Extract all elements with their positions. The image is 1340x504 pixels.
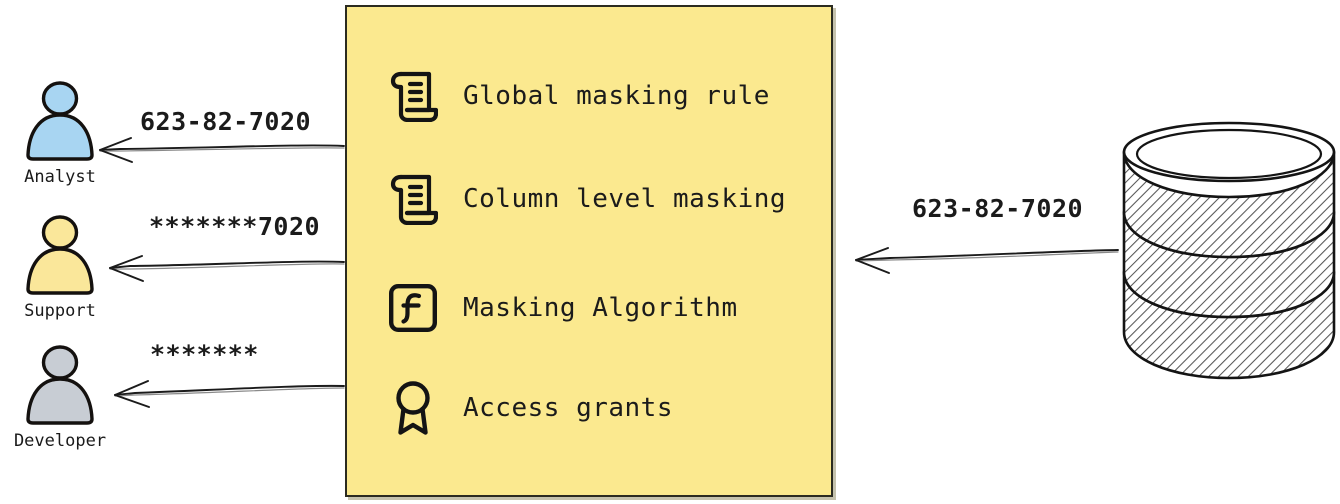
policy-label: Column level masking <box>463 184 787 214</box>
person-icon <box>26 345 94 425</box>
policy-item-global-masking-rule[interactable]: Global masking rule <box>385 67 770 125</box>
arrow-to-analyst <box>99 137 345 163</box>
flow-label-database: 623-82-7020 <box>912 194 1084 223</box>
actor-developer[interactable]: Developer <box>0 342 120 451</box>
scroll-icon <box>385 170 441 228</box>
policy-label: Masking Algorithm <box>463 293 738 323</box>
policy-label: Access grants <box>463 393 673 423</box>
flow-label-analyst: 623-82-7020 <box>140 107 312 136</box>
policy-item-access-grants[interactable]: Access grants <box>385 379 673 437</box>
policy-item-masking-algorithm[interactable]: Masking Algorithm <box>385 279 738 337</box>
actor-support[interactable]: Support <box>0 212 120 321</box>
person-icon <box>26 81 94 161</box>
actor-label-developer: Developer <box>13 431 107 451</box>
policy-panel: Global masking rule Column level masking <box>345 5 833 497</box>
person-icon <box>26 215 94 295</box>
actor-label-support: Support <box>24 301 96 321</box>
actor-label-analyst: Analyst <box>24 167 96 187</box>
arrow-from-database <box>855 247 1119 274</box>
award-icon <box>385 379 441 437</box>
function-icon <box>385 279 441 337</box>
arrow-to-developer <box>114 380 345 408</box>
actor-analyst[interactable]: Analyst <box>0 78 120 187</box>
policy-label: Global masking rule <box>463 81 770 111</box>
policy-item-column-level-masking[interactable]: Column level masking <box>385 170 786 228</box>
arrow-to-support <box>109 255 345 282</box>
scroll-icon <box>385 67 441 125</box>
flow-label-support: *******7020 <box>149 212 321 241</box>
database-icon[interactable] <box>1118 120 1340 400</box>
flow-label-developer: ******* <box>150 340 259 369</box>
